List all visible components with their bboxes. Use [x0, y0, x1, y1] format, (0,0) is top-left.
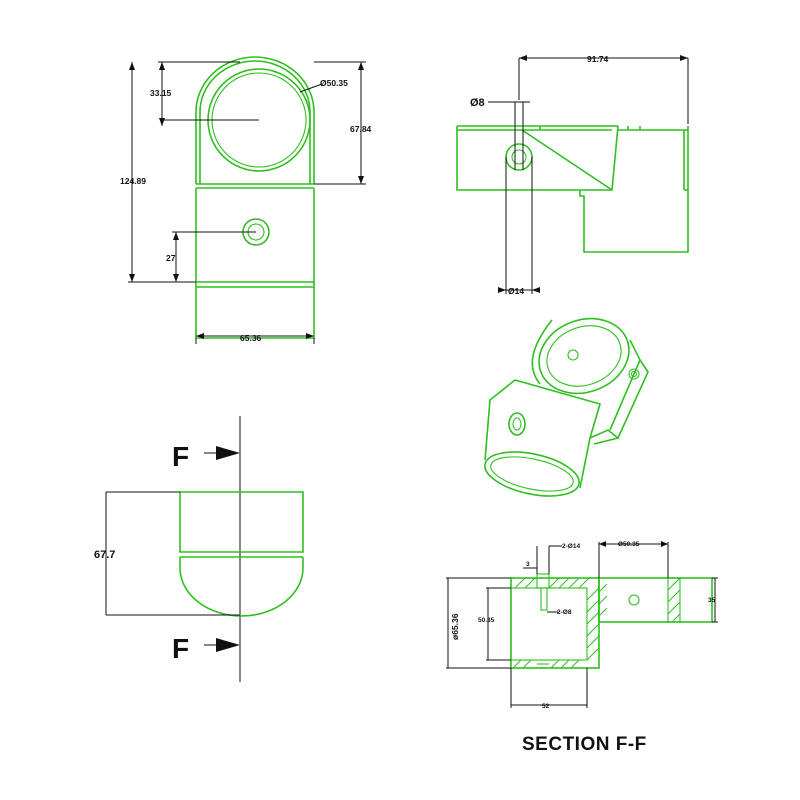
dim-bore-diameter: Ø50.35 — [320, 78, 348, 88]
section-view: F F 67.7 — [94, 416, 304, 682]
dim-holes-small: 2-Ø8 — [557, 609, 572, 616]
section-detail-view: 2-Ø14 3 2-Ø8 Ø50.35 ø65.36 50.35 35 — [446, 541, 718, 755]
dim-height-35: 35 — [708, 597, 716, 604]
dim-holes-large: 2-Ø14 — [562, 543, 580, 550]
dim-width-52: 52 — [542, 703, 550, 710]
dim-hole-height: 27 — [166, 253, 176, 263]
dim-total-height: 124.89 — [120, 176, 146, 186]
hatch-right — [586, 587, 600, 661]
dim-bore: Ø50.35 — [618, 541, 640, 548]
section-label-bottom: F — [172, 633, 189, 664]
hatch-bottom — [512, 659, 580, 669]
front-view: 33.15 Ø50.35 67.84 124.89 27 65.36 — [120, 56, 372, 344]
hatch-joint — [598, 583, 608, 617]
hatch-top — [514, 577, 590, 589]
section-label-top: F — [172, 441, 189, 472]
dim-width: 65.36 — [240, 333, 262, 343]
section-title: SECTION F-F — [522, 734, 647, 755]
dim-inner: 50.35 — [478, 617, 495, 624]
side-view: 91.74 Ø8 Ø14 — [456, 54, 689, 296]
section-dim-height: 67.7 — [94, 549, 115, 561]
dim-length: 91.74 — [587, 54, 609, 64]
isometric-view — [484, 317, 649, 497]
dim-top-offset: 33.15 — [150, 88, 172, 98]
dim-outer: ø65.36 — [450, 613, 460, 640]
dim-head-height: 67.84 — [350, 124, 372, 134]
dim-large-hole: Ø14 — [508, 286, 524, 296]
dim-small-hole: Ø8 — [470, 97, 485, 109]
hatch-right-block — [667, 577, 681, 623]
dim-wall: 3 — [526, 561, 530, 568]
